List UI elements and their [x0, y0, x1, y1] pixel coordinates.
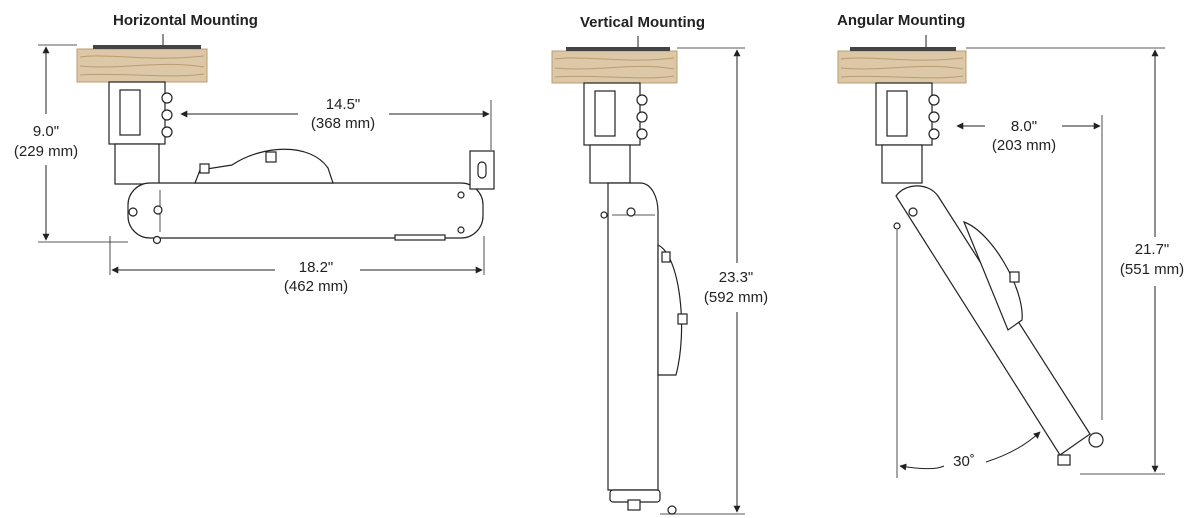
horizontal-mounting-title: Horizontal Mounting: [113, 12, 258, 29]
height-mm-label: (592 mm): [704, 289, 768, 306]
length-inches-label: 18.2": [299, 259, 334, 276]
angle-arc-left: [899, 463, 945, 471]
arm-screw: [152, 235, 162, 245]
arm-knob: [661, 251, 671, 263]
wood-grain: [79, 55, 205, 77]
angle-arc-right: [985, 431, 1041, 463]
arm-end-pivot: [1088, 432, 1104, 448]
vertical-mounting-title: Vertical Mounting: [580, 14, 705, 31]
mounting-plate: [93, 45, 201, 49]
arm-screw: [457, 226, 465, 234]
arm-knob: [1009, 271, 1020, 283]
arm-top-housing: [194, 148, 334, 184]
height-inches-label: 9.0": [33, 123, 59, 140]
bracket-knob: [161, 126, 173, 138]
mounting-plate: [566, 47, 670, 51]
length-mm-label: (462 mm): [284, 278, 348, 295]
angular-mounting-view: Angular Mounting 8.0" (203 mm) 21.7" (55…: [837, 12, 1184, 478]
arm-end-clip: [1057, 454, 1071, 466]
bracket-slot: [886, 90, 908, 137]
arm-screw: [908, 207, 918, 217]
bracket-knob: [928, 111, 940, 123]
height-inches-label: 21.7": [1135, 241, 1170, 258]
reach-inches-label: 14.5": [326, 96, 361, 113]
bracket-knob: [928, 94, 940, 106]
horizontal-mounting-view: Horizontal Mounting: [14, 12, 495, 295]
height-mm-label: (229 mm): [14, 143, 78, 160]
arm-bottom-plate: [394, 234, 446, 241]
arm-knob: [199, 163, 210, 174]
angular-mounting-title: Angular Mounting: [837, 12, 965, 29]
angle-label: 30˚: [953, 453, 975, 470]
arm-screw: [128, 207, 138, 217]
arm-screw: [600, 211, 608, 219]
arm-screw: [153, 205, 163, 215]
mount-column: [881, 144, 923, 184]
arm-body: [895, 185, 1091, 456]
arm-end-screw: [667, 505, 677, 515]
mount-column: [589, 144, 631, 184]
bracket-knob: [636, 94, 648, 106]
bracket-knob: [636, 128, 648, 140]
arm-knob: [265, 151, 277, 163]
vertical-mounting-view: Vertical Mounting 23.3" (592 mm): [551, 14, 768, 515]
bracket-knob: [161, 92, 173, 104]
arm-end-slot: [477, 161, 487, 179]
arm-screw: [893, 222, 901, 230]
bracket-knob: [161, 109, 173, 121]
bracket-slot: [594, 90, 616, 137]
wood-grain: [554, 57, 675, 79]
reach-inches-label: 8.0": [1011, 118, 1037, 135]
arm-side-housing: [657, 244, 683, 376]
wood-board: [76, 48, 208, 83]
arm-end-clip: [627, 499, 641, 511]
reach-mm-label: (368 mm): [311, 115, 375, 132]
height-inches-label: 23.3": [719, 269, 754, 286]
bracket-knob: [636, 111, 648, 123]
arm-body: [607, 182, 659, 491]
arm-body: [127, 182, 484, 239]
arm-knob: [677, 313, 688, 325]
arm-screw: [457, 191, 465, 199]
arm-screw: [626, 207, 636, 217]
bracket-knob: [928, 128, 940, 140]
wood-grain: [840, 57, 964, 79]
mount-column: [114, 143, 160, 185]
height-mm-label: (551 mm): [1120, 261, 1184, 278]
mounting-plate: [850, 47, 956, 51]
bracket-slot: [119, 89, 141, 136]
reach-mm-label: (203 mm): [992, 137, 1056, 154]
